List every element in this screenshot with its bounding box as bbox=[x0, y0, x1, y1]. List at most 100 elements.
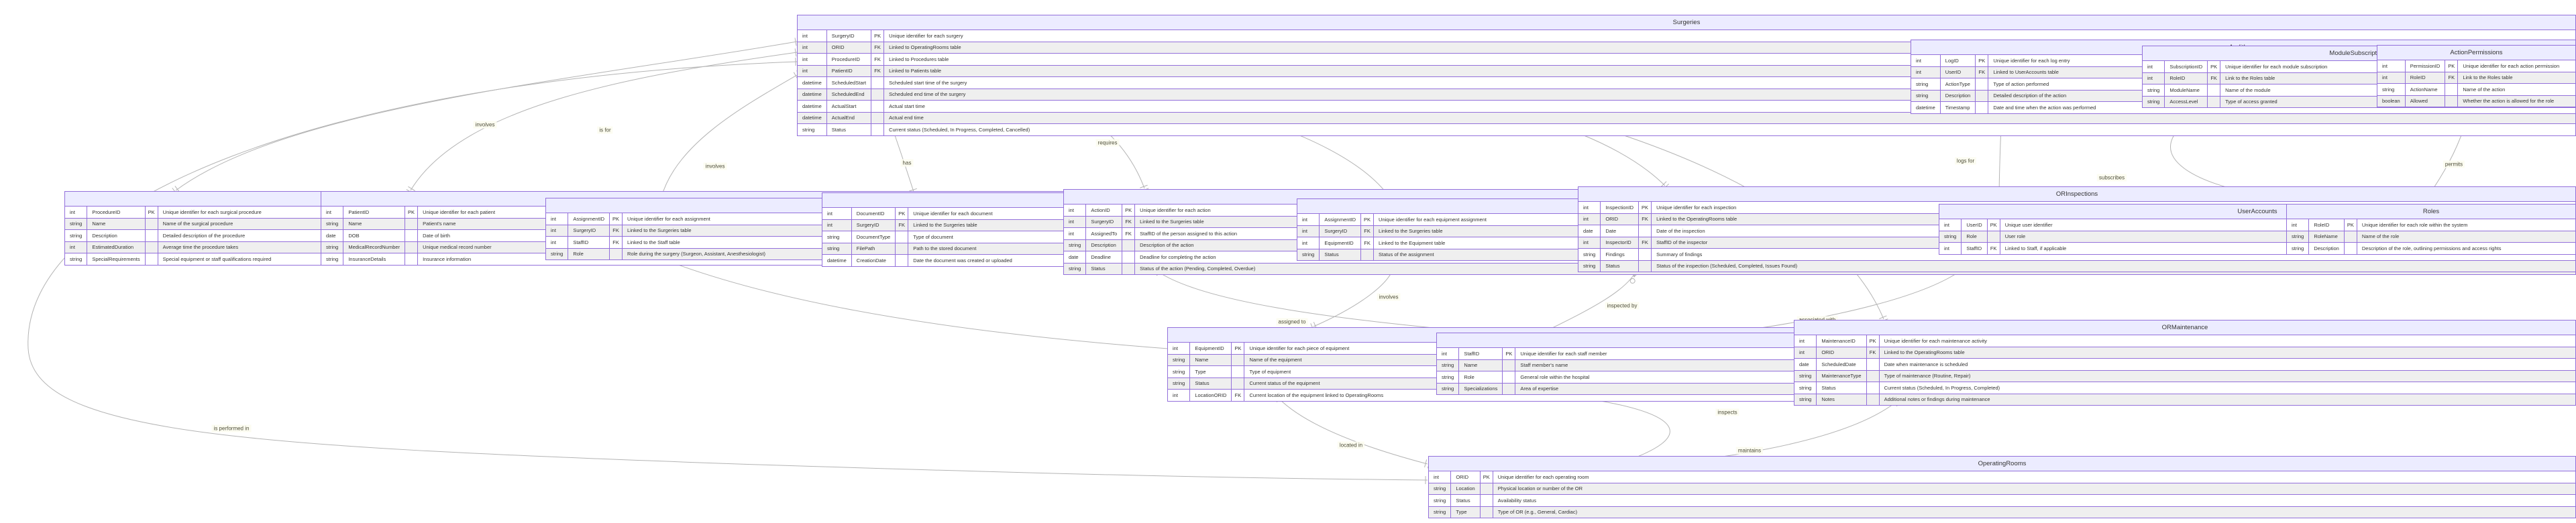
attribute-type: string bbox=[1168, 353, 1190, 366]
attribute-type: int bbox=[2382, 62, 2387, 69]
relationship-label: located in bbox=[1337, 441, 1365, 449]
attribute-key: FK bbox=[1360, 237, 1374, 249]
attribute-name: AssignmentID bbox=[1319, 214, 1361, 225]
attribute-key bbox=[1975, 78, 1988, 90]
attribute-name: ScheduledStart bbox=[826, 76, 871, 89]
attribute-name: Role bbox=[1458, 371, 1503, 383]
attribute-key bbox=[1866, 382, 1880, 394]
attribute-key: PK bbox=[1479, 471, 1493, 483]
attribute-comment: Whether the action is allowed for the ro… bbox=[2457, 95, 2575, 107]
relationship-label: is for bbox=[597, 126, 613, 134]
attribute-comment: Unique identifier for each role within t… bbox=[2356, 219, 2575, 231]
attribute-key: FK bbox=[1638, 213, 1652, 225]
attribute-name: Status bbox=[1085, 262, 1122, 274]
attribute-key bbox=[144, 217, 158, 230]
attribute-key: FK bbox=[1231, 389, 1244, 401]
attribute-key: PK bbox=[2343, 219, 2357, 231]
attribute-type: int bbox=[1168, 389, 1190, 401]
attribute-type: datetime bbox=[798, 111, 827, 124]
attribute-type: int bbox=[2147, 63, 2153, 70]
attribute-type: int bbox=[1442, 350, 1447, 357]
entity-title: Surgeries bbox=[798, 15, 2575, 30]
attribute-name: CreationDate bbox=[851, 254, 896, 266]
attribute-key: FK bbox=[1638, 236, 1652, 249]
attribute-name: PatientID bbox=[343, 207, 405, 218]
attribute-comment: Link to the Roles table bbox=[2457, 71, 2575, 84]
relationship-line-involves bbox=[657, 70, 802, 200]
attribute-name: Role bbox=[1961, 230, 1988, 243]
attribute-key bbox=[895, 242, 908, 255]
attribute-name: Allowed bbox=[2404, 95, 2445, 107]
attribute-key bbox=[1479, 506, 1493, 518]
attribute-key: FK bbox=[1986, 242, 2000, 254]
attribute-key: PK bbox=[405, 207, 418, 218]
attribute-name: Name bbox=[1189, 353, 1232, 366]
attribute-comment: Type of OR (e.g., General, Cardiac) bbox=[1492, 506, 2575, 518]
attribute-key bbox=[2445, 83, 2458, 95]
attribute-type: string bbox=[1578, 248, 1601, 260]
attribute-name: ActualStart bbox=[826, 100, 871, 112]
attribute-type: int bbox=[65, 241, 87, 253]
attribute-type: string bbox=[1939, 230, 1962, 243]
attribute-key: PK bbox=[1975, 55, 1988, 66]
attribute-type: int bbox=[1578, 236, 1601, 249]
attribute-type: string bbox=[546, 247, 568, 259]
attribute-type: datetime bbox=[798, 88, 827, 101]
attribute-name: RoleID bbox=[2308, 219, 2345, 231]
attribute-name: MaintenanceType bbox=[1816, 369, 1867, 382]
attribute-type: int bbox=[798, 53, 827, 65]
attribute-name: Role bbox=[568, 247, 610, 259]
attribute-key: PK bbox=[2207, 61, 2220, 72]
attribute-type: string bbox=[1064, 262, 1086, 274]
attribute-type: datetime bbox=[798, 100, 827, 112]
attribute-type: int bbox=[1173, 345, 1178, 351]
attribute-key bbox=[1986, 230, 2000, 243]
entity-title: ORInspections bbox=[1578, 187, 2575, 202]
attribute-name: Date bbox=[1600, 225, 1639, 237]
attribute-type: int bbox=[1064, 215, 1086, 228]
relationship-line-SurgeryActions-Staff bbox=[1153, 267, 1474, 337]
attribute-type: date bbox=[1794, 358, 1817, 370]
relationship-label: involves bbox=[473, 121, 497, 129]
attribute-name: Name bbox=[343, 217, 405, 230]
attribute-key bbox=[1122, 251, 1135, 263]
attribute-name: RoleID bbox=[2164, 72, 2208, 84]
entity-title: ORMaintenance bbox=[1794, 321, 2575, 335]
attribute-key bbox=[2207, 95, 2220, 107]
attribute-key: FK bbox=[609, 236, 623, 248]
attribute-name: MaintenanceID bbox=[1816, 335, 1867, 347]
attribute-name: Location bbox=[1450, 482, 1481, 495]
attribute-name: MedicalRecordNumber bbox=[343, 241, 405, 253]
attribute-name: Description bbox=[87, 229, 146, 241]
attribute-key bbox=[1231, 353, 1244, 366]
attribute-type: int bbox=[2292, 221, 2297, 228]
attribute-type: string bbox=[1578, 259, 1601, 272]
attribute-name: SurgeryID bbox=[568, 224, 610, 237]
attribute-type: int bbox=[798, 41, 827, 54]
attribute-comment: Current status (Scheduled, In Progress, … bbox=[883, 123, 2575, 135]
attribute-type: string bbox=[798, 123, 827, 135]
attribute-key: FK bbox=[1122, 227, 1135, 239]
relationship-label: maintains bbox=[1735, 447, 1764, 455]
attribute-key: FK bbox=[1866, 346, 1880, 359]
entity-title: ActionPermissions bbox=[2377, 46, 2575, 60]
attribute-comment: Current status (Scheduled, In Progress, … bbox=[1878, 382, 2575, 394]
attribute-key bbox=[1866, 369, 1880, 382]
attribute-key bbox=[1122, 239, 1135, 251]
attribute-comment: Linked to the OperatingRooms table bbox=[1878, 346, 2575, 359]
relationship-line-located-in bbox=[1274, 394, 1430, 469]
attribute-key: PK bbox=[1638, 202, 1652, 213]
